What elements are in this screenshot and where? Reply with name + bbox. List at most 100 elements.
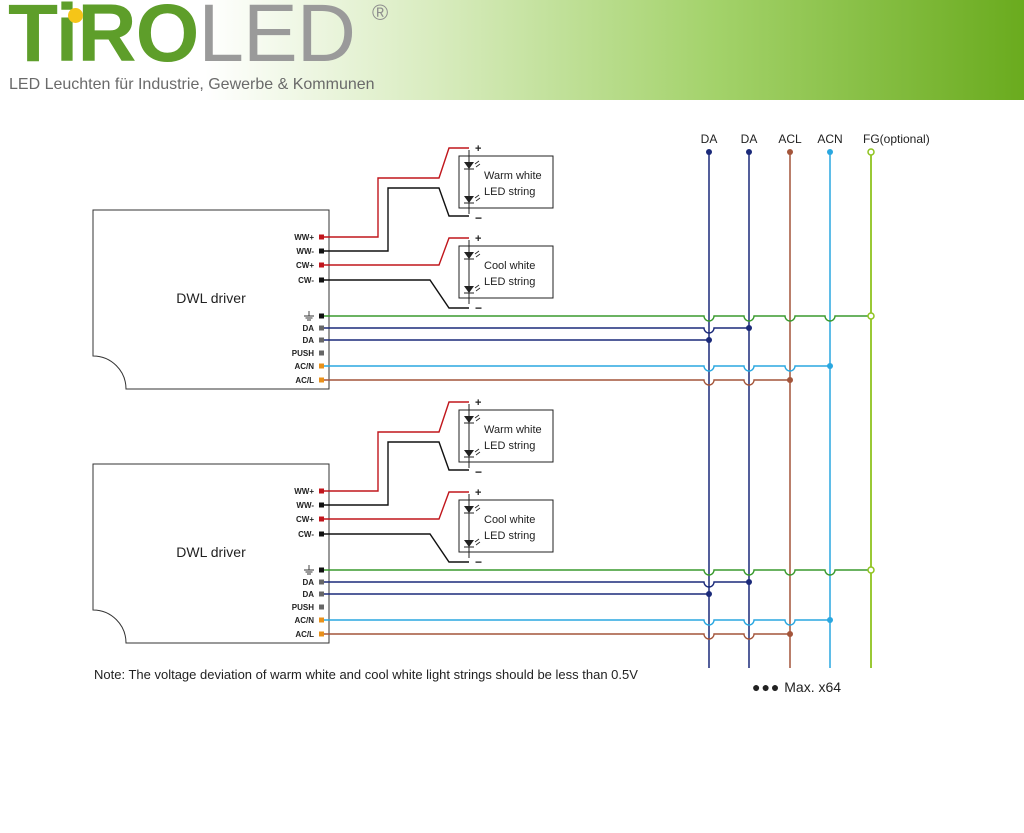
driver-pin-label: DA — [302, 578, 314, 587]
junction-dot — [787, 631, 793, 637]
pin-terminal — [319, 277, 324, 283]
bus-label-acn: ACN — [817, 132, 842, 146]
wire-cw-minus — [324, 279, 469, 309]
junction-dot — [746, 325, 752, 331]
led-diode-icon — [464, 506, 474, 513]
driver-title: DWL driver — [176, 544, 246, 560]
driver-pin-label: AC/L — [295, 376, 314, 385]
junction-dot — [867, 312, 875, 320]
cool-white-label: Cool white — [484, 514, 535, 526]
led-string-box — [458, 245, 554, 299]
led-diode-icon — [464, 162, 474, 169]
wire-acn — [324, 619, 830, 626]
led-diode-icon — [464, 450, 474, 457]
pin-terminal — [319, 579, 324, 585]
tagline: LED Leuchten für Industrie, Gewerbe & Ko… — [9, 76, 375, 93]
driver-pin-label: DA — [302, 324, 314, 333]
driver-pin-label: WW+ — [294, 233, 314, 242]
junction-dot — [706, 337, 712, 343]
junction-dot — [827, 363, 833, 369]
pin-terminal — [319, 325, 324, 331]
polarity-minus: − — [475, 301, 482, 315]
driver-pin-label: PUSH — [292, 603, 314, 612]
led-diode-icon — [464, 252, 474, 259]
driver-pin-label: WW+ — [294, 487, 314, 496]
wire-ww-plus — [324, 401, 469, 492]
driver-pin-label: WW- — [296, 501, 314, 510]
driver-pin-label: WW- — [296, 247, 314, 256]
led-arrow-icon — [474, 504, 481, 512]
driver-pin-label: CW- — [298, 276, 314, 285]
bus-terminal-dot — [746, 149, 752, 155]
cool-white-label: LED string — [484, 276, 535, 288]
pin-terminal — [319, 234, 324, 240]
warm-white-label: Warm white — [484, 424, 542, 436]
ellipsis-dots-icon: ●●● — [752, 679, 781, 695]
bus-terminal-dot — [706, 149, 712, 155]
polarity-plus: + — [475, 143, 481, 155]
junction-dot — [827, 617, 833, 623]
warm-white-label: LED string — [484, 440, 535, 452]
led-arrow-icon — [474, 160, 481, 168]
led-diode-icon — [464, 540, 474, 547]
pin-terminal — [319, 363, 324, 369]
wire-ground — [324, 315, 871, 322]
pin-terminal — [319, 313, 324, 319]
pin-terminal — [319, 531, 324, 537]
pin-terminal — [319, 631, 324, 637]
led-string-box — [458, 499, 554, 553]
pin-terminal — [319, 377, 324, 383]
pin-terminal — [319, 516, 324, 522]
wire-ground — [324, 569, 871, 576]
led-diode-icon — [464, 286, 474, 293]
voltage-note: Note: The voltage deviation of warm whit… — [94, 667, 638, 682]
junction-dot — [706, 591, 712, 597]
led-arrow-icon — [474, 250, 481, 258]
led-arrow-icon — [474, 194, 481, 202]
led-diode-icon — [464, 416, 474, 423]
wire-acl — [324, 633, 790, 640]
driver-pin-label: CW+ — [296, 261, 314, 270]
tiroled-logo: TiROLED ® — [8, 0, 388, 79]
pin-terminal — [319, 591, 324, 597]
wire-da — [324, 327, 749, 334]
driver-pin-label: DA — [302, 336, 314, 345]
pin-terminal — [319, 488, 324, 494]
ground-icon — [304, 311, 314, 321]
wire-acl — [324, 379, 790, 386]
pin-terminal — [319, 502, 324, 508]
polarity-plus: + — [475, 233, 481, 245]
pin-terminal — [319, 604, 324, 610]
led-string-box — [458, 409, 554, 463]
bus-label-da: DA — [741, 132, 758, 146]
junction-dot — [746, 579, 752, 585]
polarity-plus: + — [475, 397, 481, 409]
pin-terminal — [319, 567, 324, 573]
pin-terminal — [319, 350, 324, 356]
driver-pin-label: PUSH — [292, 349, 314, 358]
driver-box — [92, 209, 330, 390]
led-string-box — [458, 155, 554, 209]
pin-terminal — [319, 262, 324, 268]
wire-cw-plus — [324, 491, 469, 520]
bus-terminal-dot — [787, 149, 793, 155]
polarity-minus: − — [475, 555, 482, 569]
bus-label-acl: ACL — [778, 132, 802, 146]
wire-cw-minus — [324, 533, 469, 563]
junction-dot — [867, 566, 875, 574]
wire-ww-minus — [324, 441, 469, 506]
driver-pin-label: AC/L — [295, 630, 314, 639]
bus-terminal-dot — [827, 149, 833, 155]
polarity-minus: − — [475, 465, 482, 479]
warm-white-label: Warm white — [484, 170, 542, 182]
wire-ww-plus — [324, 147, 469, 238]
ground-icon — [304, 565, 314, 575]
cool-white-label: LED string — [484, 530, 535, 542]
header-banner: TiROLED ® LED Leuchten für Industrie, Ge… — [0, 0, 1024, 100]
driver-pin-label: DA — [302, 590, 314, 599]
led-arrow-icon — [474, 448, 481, 456]
pin-terminal — [319, 617, 324, 623]
max-count-label: ●●● Max. x64 — [752, 679, 841, 695]
pin-terminal — [319, 337, 324, 343]
driver-box — [92, 463, 330, 644]
